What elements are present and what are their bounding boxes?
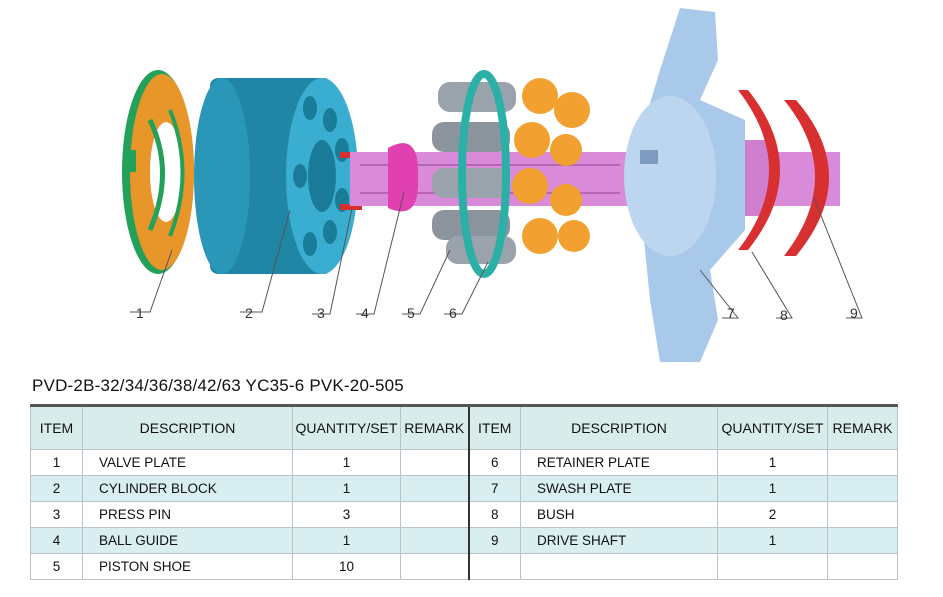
remark bbox=[827, 475, 898, 502]
callout-5: 5 bbox=[407, 305, 415, 321]
remark bbox=[400, 449, 469, 476]
header-description-right: DESCRIPTION bbox=[520, 405, 718, 450]
swash-plate bbox=[624, 8, 745, 362]
parts-table: ITEM DESCRIPTION QUANTITY/SET REMARK ITE… bbox=[30, 404, 898, 580]
part-description: VALVE PLATE bbox=[82, 449, 293, 476]
quantity: 1 bbox=[292, 475, 401, 502]
item-number: 5 bbox=[30, 553, 83, 580]
part-description: DRIVE SHAFT bbox=[520, 527, 718, 554]
quantity: 1 bbox=[717, 527, 828, 554]
remark bbox=[400, 475, 469, 502]
quantity: 1 bbox=[292, 449, 401, 476]
callout-3: 3 bbox=[317, 305, 325, 321]
quantity: 2 bbox=[717, 501, 828, 528]
item-number: 3 bbox=[30, 501, 83, 528]
header-remark-left: REMARK bbox=[400, 405, 469, 450]
item-number: 6 bbox=[467, 449, 521, 476]
callout-labels: 1 2 3 4 5 6 7 8 9 bbox=[136, 305, 858, 323]
item-number bbox=[467, 553, 521, 580]
part-description: PISTON SHOE bbox=[82, 553, 293, 580]
retainer-plate bbox=[458, 70, 510, 278]
quantity bbox=[717, 553, 828, 580]
quantity: 3 bbox=[292, 501, 401, 528]
callout-2: 2 bbox=[245, 305, 253, 321]
quantity: 1 bbox=[292, 527, 401, 554]
part-description: BALL GUIDE bbox=[82, 527, 293, 554]
header-quantity-left: QUANTITY/SET bbox=[292, 405, 401, 450]
callout-1: 1 bbox=[136, 305, 144, 321]
header-remark-right: REMARK bbox=[827, 405, 898, 450]
cylinder-block bbox=[194, 78, 358, 274]
callout-7: 7 bbox=[727, 305, 735, 321]
part-description bbox=[520, 553, 718, 580]
part-description: PRESS PIN bbox=[82, 501, 293, 528]
table-row: 3 PRESS PIN 3 8 BUSH 2 bbox=[30, 501, 898, 528]
remark bbox=[400, 501, 469, 528]
part-description: CYLINDER BLOCK bbox=[82, 475, 293, 502]
remark bbox=[827, 449, 898, 476]
quantity: 1 bbox=[717, 449, 828, 476]
header-item-left: ITEM bbox=[30, 405, 83, 450]
part-description: BUSH bbox=[520, 501, 718, 528]
model-title: PVD-2B-32/34/36/38/42/63 YC35-6 PVK-20-5… bbox=[32, 376, 404, 395]
table-header-row: ITEM DESCRIPTION QUANTITY/SET REMARK ITE… bbox=[30, 405, 898, 450]
item-number: 8 bbox=[467, 501, 521, 528]
header-description-left: DESCRIPTION bbox=[82, 405, 293, 450]
item-number: 2 bbox=[30, 475, 83, 502]
bushes bbox=[738, 90, 829, 256]
table-row: 4 BALL GUIDE 1 9 DRIVE SHAFT 1 bbox=[30, 527, 898, 554]
callout-4: 4 bbox=[361, 305, 369, 321]
leader-lines bbox=[130, 191, 863, 319]
quantity: 10 bbox=[292, 553, 401, 580]
remark bbox=[827, 501, 898, 528]
remark bbox=[827, 527, 898, 554]
remark bbox=[400, 553, 469, 580]
quantity: 1 bbox=[717, 475, 828, 502]
callout-9: 9 bbox=[850, 305, 858, 321]
item-number: 4 bbox=[30, 527, 83, 554]
valve-plate bbox=[122, 70, 194, 274]
ball-guide bbox=[388, 143, 419, 212]
pump-exploded-diagram: 1 2 3 4 5 6 7 8 9 bbox=[122, 8, 863, 362]
remark bbox=[400, 527, 469, 554]
part-description: RETAINER PLATE bbox=[520, 449, 718, 476]
callout-6: 6 bbox=[449, 305, 457, 321]
remark bbox=[827, 553, 898, 580]
header-quantity-right: QUANTITY/SET bbox=[717, 405, 828, 450]
item-number: 7 bbox=[467, 475, 521, 502]
callout-8: 8 bbox=[780, 307, 788, 323]
header-item-right: ITEM bbox=[467, 405, 521, 450]
item-number: 9 bbox=[467, 527, 521, 554]
item-number: 1 bbox=[30, 449, 83, 476]
table-row: 2 CYLINDER BLOCK 1 7 SWASH PLATE 1 bbox=[30, 475, 898, 502]
table-row: 5 PISTON SHOE 10 bbox=[30, 553, 898, 580]
table-row: 1 VALVE PLATE 1 6 RETAINER PLATE 1 bbox=[30, 449, 898, 476]
part-description: SWASH PLATE bbox=[520, 475, 718, 502]
